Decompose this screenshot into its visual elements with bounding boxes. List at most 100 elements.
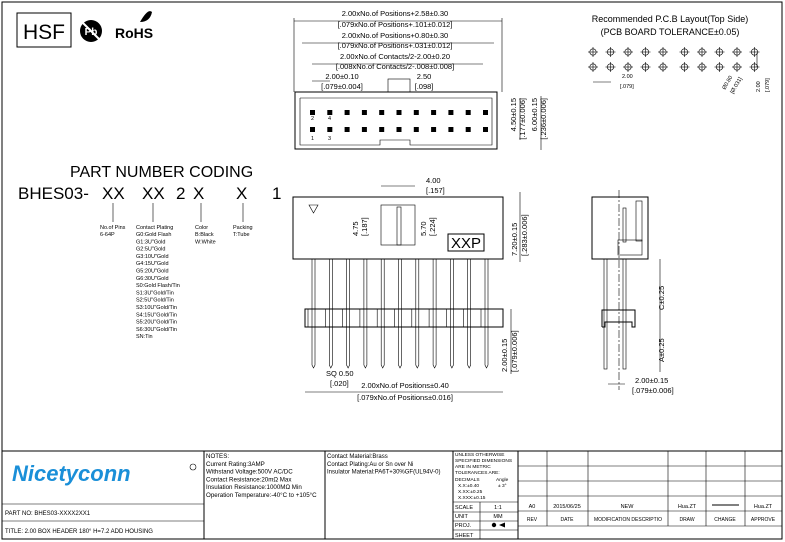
title-block: Nicetyconn PART NO: BHES03-XXXX2XX1 TITL… [2, 450, 782, 539]
pin [467, 259, 471, 369]
pcb-layout-title: Recommended P.C.B Layout(Top Side) [592, 14, 748, 24]
tolerance-line: X.XXX:±0.15 [458, 495, 486, 501]
pcb-hole-icon [623, 62, 633, 72]
coding-plating-title: Contact Plating [136, 225, 173, 231]
pin [415, 259, 420, 369]
drawing-title: TITLE: 2.00 BOX HEADER 180° H=7.2 ADD HO… [5, 529, 153, 535]
dimension: C±0.25 [657, 286, 666, 310]
pin-label: 2 [311, 116, 314, 122]
coding-plating-option: S3:10U"Gold/Tin [136, 305, 177, 311]
part-number: PART NO: BHES03-XXXX2XX1 [5, 511, 91, 517]
dimension: 2.00xNo.of Positions+0.80±0.30 [342, 31, 448, 40]
pcb-hole-icon [749, 62, 760, 72]
dimension: [.177±0.006] [518, 98, 527, 140]
pin-label: 3 [328, 136, 331, 142]
coding-plating-option: G6:30U"Gold [136, 276, 169, 282]
pcb-hole-icon [749, 47, 760, 57]
coding-plating-option: G4:15U"Gold [136, 261, 169, 267]
coding-plating-option: S2:5U"Gold/Tin [136, 298, 174, 304]
material-line: Contact Material:Brass [327, 454, 388, 460]
pin [484, 259, 489, 369]
material-line: Insulator Material:PA6T+30%GF(UL94V-0) [327, 470, 440, 476]
tolerance-line: UNLESS OTHERWISE [455, 452, 505, 458]
pin [450, 259, 454, 369]
code-prefix: BHES03- [18, 184, 89, 203]
revision-header: DRAW [679, 517, 694, 523]
dimension: [.224] [428, 217, 437, 236]
coding-plating-option: S0:Gold Flash/Tin [136, 283, 180, 289]
pcb-hole-icon [623, 47, 633, 57]
pin [311, 259, 316, 369]
pin-square [413, 110, 419, 115]
coding-plating-option: G2:5U"Gold [136, 247, 165, 253]
dimension: 5.70 [419, 221, 428, 236]
code-suffix: 1 [272, 184, 281, 203]
dimension: [.283±0.006] [520, 214, 529, 256]
revision-date: 2015/06/25 [553, 504, 581, 510]
dimension: 2.00±0.10 [325, 72, 358, 81]
dimension: 2.00xNo.of Positions±0.40 [361, 381, 449, 390]
pin-square [379, 110, 385, 115]
dimension: [.157] [426, 186, 445, 195]
pcb-hole-icon [640, 47, 651, 57]
note-line: Operation Temperature:-40°C to +105°C [206, 492, 317, 499]
part-number-coding: PART NUMBER CODING BHES03- XX XX 2 X X 1… [18, 164, 281, 340]
dimension: 2.00 [756, 81, 762, 92]
part-coding-heading: PART NUMBER CODING [70, 164, 253, 181]
pin-square [310, 110, 315, 115]
pin-square [396, 110, 402, 115]
material-line: Contact Plating:Au or Sn over Ni [327, 462, 413, 468]
revision-draw: Hua.ZT [678, 504, 697, 510]
note-line: Contact Resistance:20mΩ Max [206, 476, 292, 483]
pcb-hole-icon [714, 62, 725, 72]
dimension: [.079xNo.of Positions+.031±0.012] [338, 41, 453, 50]
pin-square [448, 110, 454, 115]
pin-square [483, 127, 488, 132]
pin-square [361, 110, 367, 115]
dimension: [.020] [330, 379, 349, 388]
coding-pins-option: 6-64P [100, 232, 115, 238]
note-line: Current Rating:3AMP [206, 461, 265, 468]
pin-square [344, 127, 350, 132]
pin-square [431, 127, 437, 132]
revision-header: CHANGE [714, 517, 736, 523]
code-plating: XX [142, 184, 165, 203]
dimension: 4.50±0.15 [509, 98, 518, 131]
pb-label: Pb [85, 27, 98, 38]
tolerance-line: TOLERANCES ARE: [455, 470, 500, 476]
coding-packing-title: Packing [233, 225, 253, 231]
pcb-layout: Recommended P.C.B Layout(Top Side) (PCB … [588, 14, 771, 95]
dimension: 6.00±0.15 [530, 98, 539, 131]
dimension: A±0.25 [657, 338, 666, 362]
dimension: 4.00 [426, 176, 441, 185]
pin-square [465, 127, 471, 132]
pin-square [448, 127, 454, 132]
dimension: [.008xNo.of Contacts/2-.008±0.008] [336, 62, 454, 71]
coding-plating-option: S6:30U"Gold/Tin [136, 327, 177, 333]
dimension: [.079xNo.of Positions±0.016] [357, 393, 453, 402]
tolerance-line: X.XX:±0.25 [458, 489, 483, 495]
pcb-hole-icon [697, 62, 707, 72]
pcb-hole-icon [697, 47, 707, 57]
revision-header: REV [527, 517, 538, 523]
coding-color-option: W:White [195, 239, 216, 245]
coding-packing-option: T:Tube [233, 232, 250, 238]
dimension: 2.00±0.15 [500, 339, 509, 372]
coding-plating-option: G1:3U"Gold [136, 239, 165, 245]
pcb-hole-icon [679, 47, 690, 57]
projection-label: PROJ. [455, 523, 472, 529]
pcb-hole-icon [588, 62, 598, 72]
company-logo: Nicetyconn [12, 461, 131, 486]
pin-label: 1 [311, 136, 314, 142]
revision-approve: Hua.ZT [754, 504, 773, 510]
scale-label: SCALE [455, 505, 473, 511]
pin [432, 259, 437, 369]
tolerance-line: SPECIFIED DIMENSIONS [455, 458, 512, 464]
dimension: [.079] [765, 78, 771, 92]
dimension: [.098] [415, 82, 434, 91]
pin-square [361, 127, 367, 132]
pin-square [483, 110, 488, 115]
dimension: 2.50 [417, 72, 432, 81]
